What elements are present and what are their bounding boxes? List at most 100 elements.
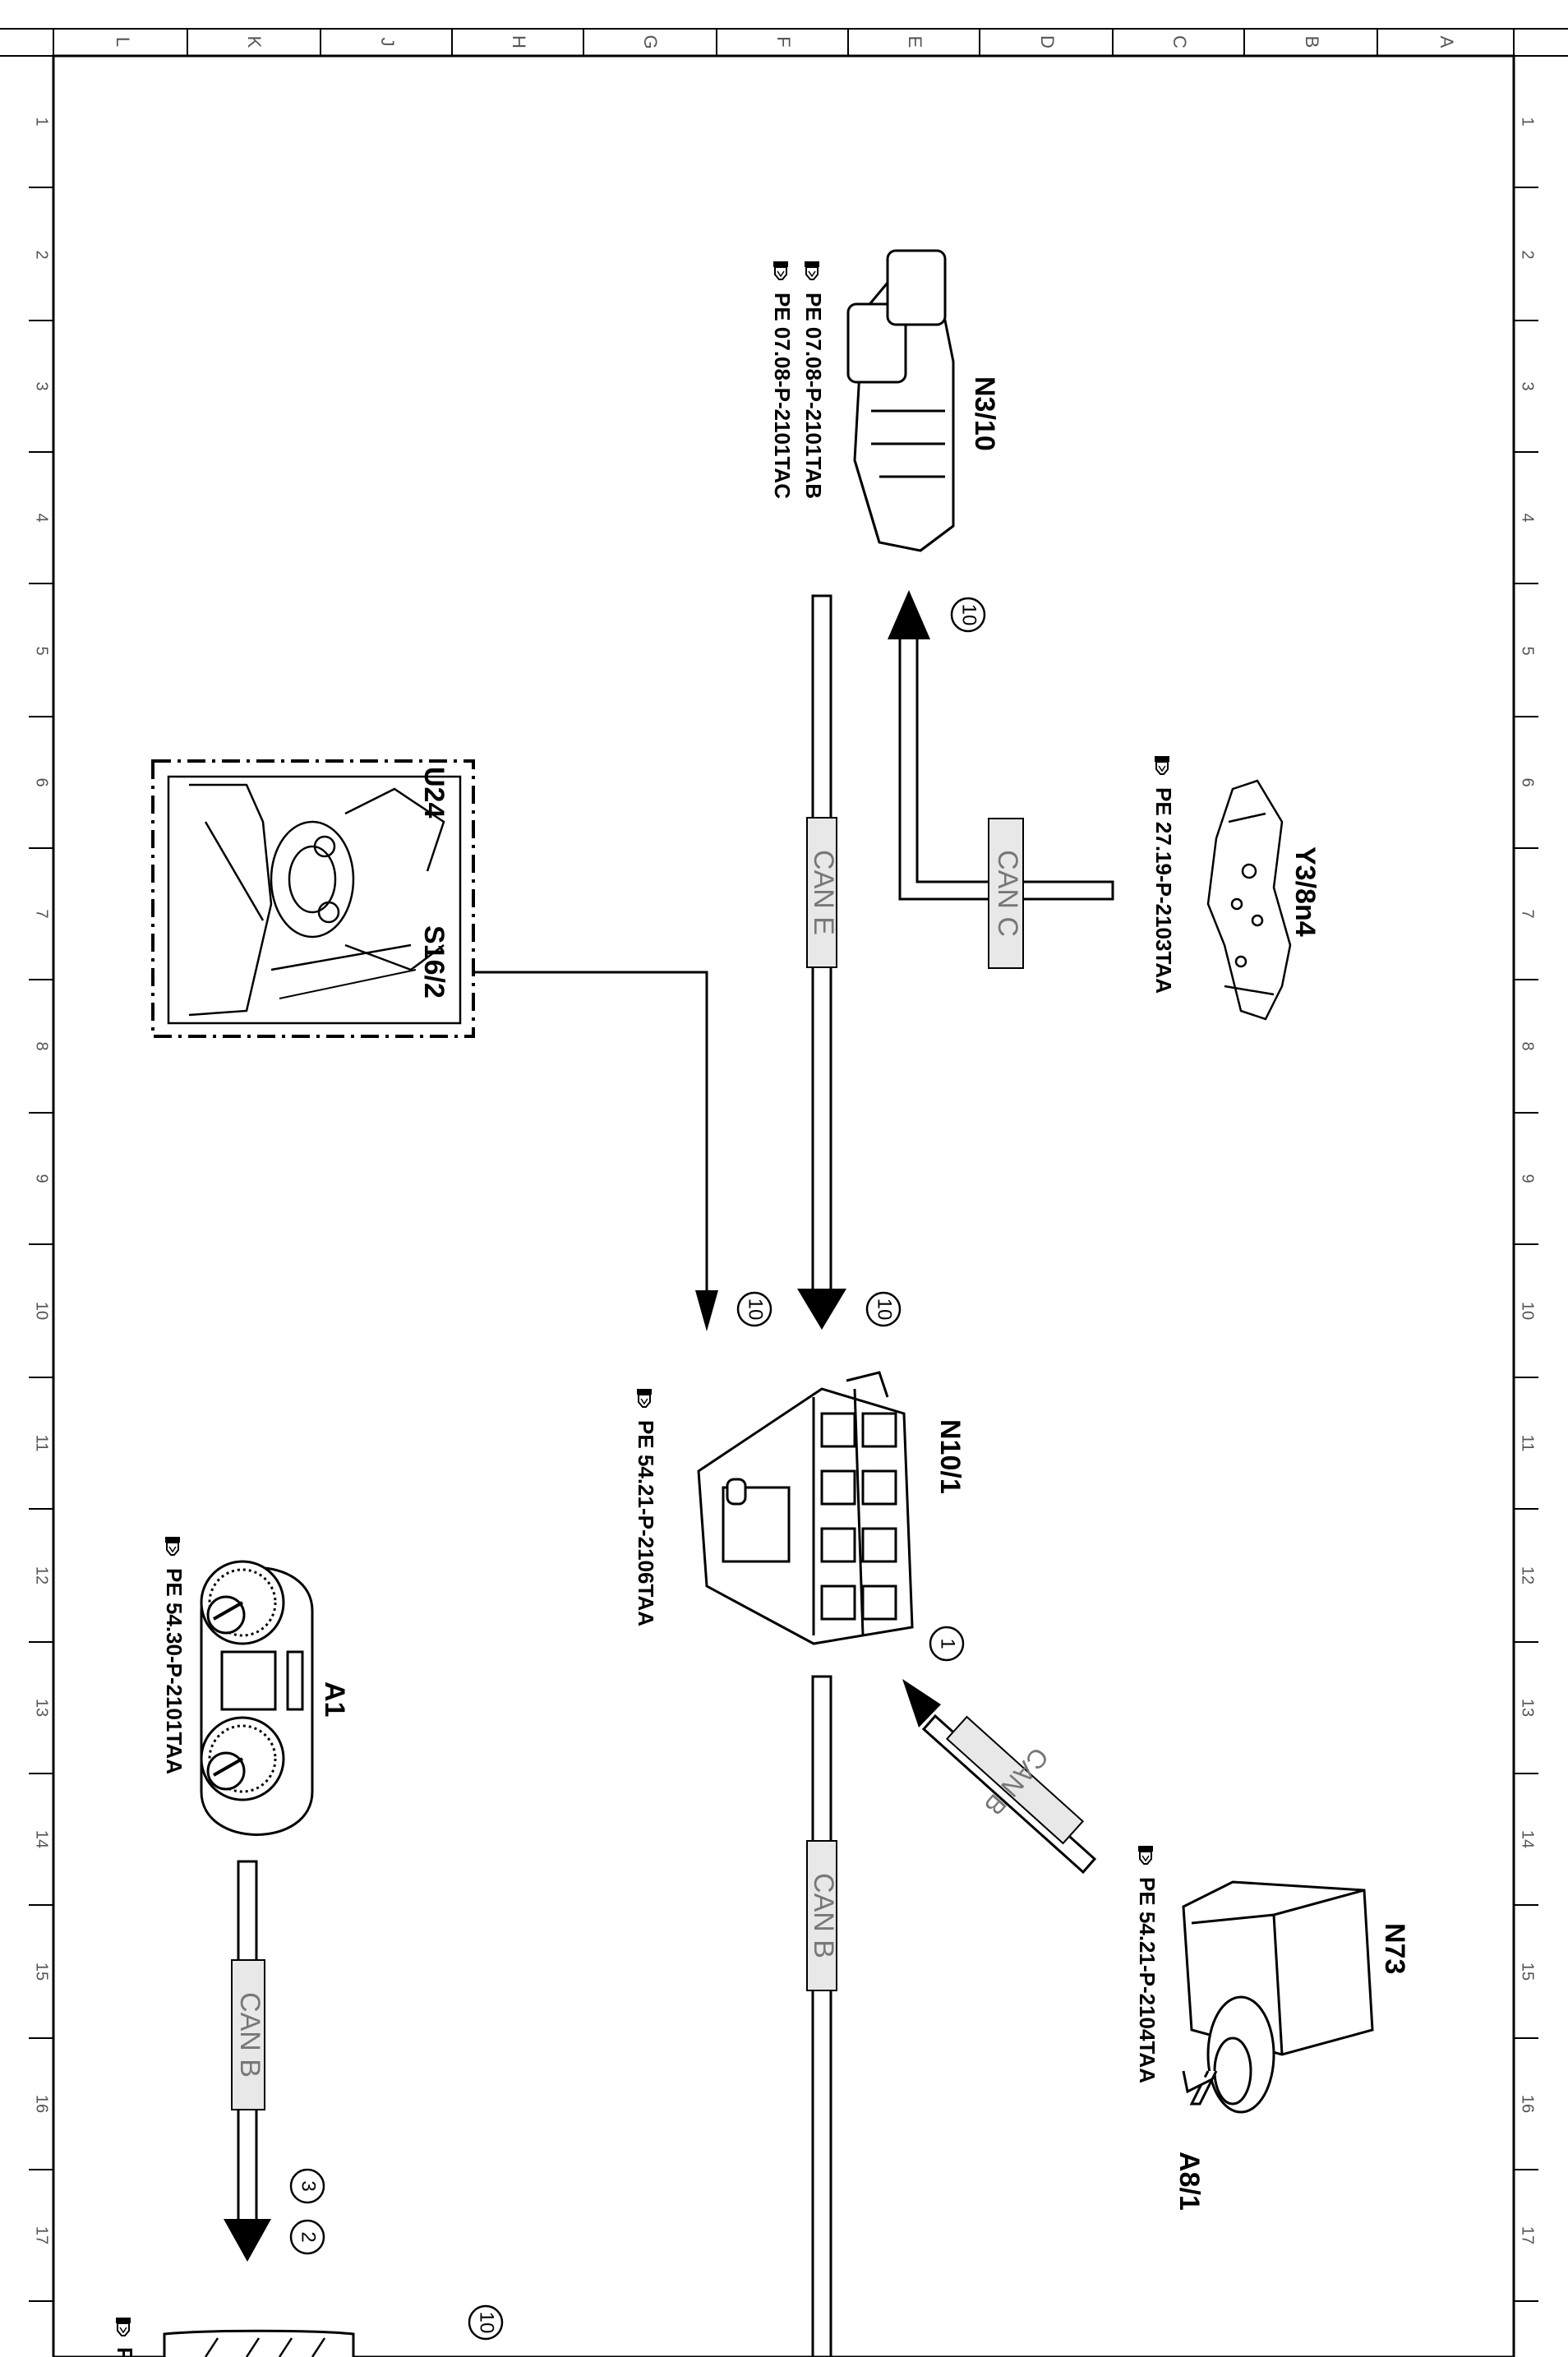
row-label-left-10: 10 — [33, 1302, 51, 1320]
can-b-a1-bus[interactable]: CAN B — [224, 1860, 271, 2262]
row-label-right-15: 15 — [1519, 1963, 1537, 1981]
row-label-left-7: 7 — [33, 909, 51, 918]
n3-10-ecu[interactable]: N3/10 PE 07.08-P-2101TAB PE 07.08-P-2101… — [770, 249, 1000, 552]
row-label-right-12: 12 — [1519, 1566, 1537, 1584]
can-c-label: CAN C — [992, 850, 1023, 937]
row-label-left-2: 2 — [33, 250, 51, 259]
row-label-left-5: 5 — [33, 646, 51, 655]
marker-1: 1 — [929, 1626, 965, 1662]
row-label-right-17: 17 — [1519, 2226, 1537, 2244]
can-e-bus[interactable]: CAN E — [797, 594, 846, 1330]
column-ruler — [187, 29, 1378, 56]
n73-label: N73 — [1379, 1923, 1410, 1974]
marker-3-text: 3 — [297, 2180, 320, 2191]
row-label-right-10: 10 — [1519, 1302, 1537, 1320]
marker-2-text: 2 — [297, 2231, 320, 2242]
can-b-n73-bus[interactable]: CAN B — [902, 1679, 1100, 1875]
s16-2-signal-line — [473, 971, 718, 1331]
row-label-right-16: 16 — [1519, 2095, 1537, 2113]
col-label-j: J — [377, 38, 398, 47]
row-label-right-9: 9 — [1519, 1174, 1537, 1183]
row-label-right-11: 11 — [1519, 1435, 1537, 1452]
s16-2-label: S16/2 — [418, 925, 450, 999]
n3-10-label: N3/10 — [969, 376, 1000, 451]
row-label-left-12: 12 — [33, 1566, 51, 1584]
can-b-main-label-box — [806, 1840, 837, 1991]
can-b-main-bus[interactable]: CAN B — [806, 1675, 839, 2357]
can-b-a1-label: CAN B — [234, 1992, 265, 2078]
col-label-e: E — [905, 36, 925, 48]
col-label-c: C — [1169, 35, 1190, 48]
partial-ref-text: P — [113, 2347, 137, 2357]
can-c-label-box — [988, 818, 1024, 969]
u24-component[interactable]: U24 S16/2 — [151, 759, 475, 1038]
marker-10-n10-right: 10 — [865, 1291, 902, 1327]
row-label-left-4: 4 — [33, 513, 51, 522]
a1-instrument-cluster[interactable]: A1 PE 54.30-P-2101TAA — [162, 1536, 350, 1836]
s16-2-leader-line — [279, 969, 417, 999]
a1-label: A1 — [319, 1681, 350, 1717]
a8-1-label: A8/1 — [1174, 2152, 1205, 2211]
y3-8n4-illustration — [1206, 779, 1292, 1021]
marker-10-n3-text: 10 — [958, 604, 980, 626]
marker-2: 2 — [289, 2219, 325, 2255]
ecu-illustration — [846, 249, 955, 552]
y3-8n4-component[interactable]: Y3/8n4 PE 27.19-P-2103TAA — [1151, 755, 1321, 1021]
y3-8n4-ref[interactable]: PE 27.19-P-2103TAA — [1151, 787, 1176, 994]
col-label-h: H — [509, 35, 529, 48]
col-label-a: A — [1437, 36, 1457, 48]
marker-10-n10-right-text: 10 — [874, 1298, 896, 1321]
row-label-left-13: 13 — [33, 1699, 51, 1717]
u24-label: U24 — [418, 767, 450, 818]
n10-1-illustration — [697, 1371, 914, 1645]
row-label-right-4: 4 — [1519, 513, 1537, 522]
row-label-right-7: 7 — [1519, 909, 1537, 918]
n73-illustration — [1182, 1880, 1374, 2114]
u24-dashed-frame — [151, 759, 475, 1038]
marker-3: 3 — [289, 2168, 325, 2204]
a1-illustration — [200, 1560, 314, 1836]
u24-illustration — [167, 775, 462, 1025]
col-label-b: B — [1302, 36, 1322, 48]
row-label-left-16: 16 — [33, 2095, 51, 2113]
n10-1-ref[interactable]: PE 54.21-P-2106TAA — [634, 1420, 658, 1626]
marker-1-text: 1 — [937, 1638, 959, 1649]
column-ruler-labels: L K J H G F E D C B A — [113, 35, 1457, 48]
row-label-left-9: 9 — [33, 1174, 51, 1183]
col-label-l: L — [113, 37, 133, 47]
marker-10-n10-left-text: 10 — [745, 1298, 767, 1321]
marker-10-bottom-text: 10 — [476, 2312, 498, 2334]
n73-ignition-switch[interactable]: N73 A8/1 PE 54.21-P-2104TAA — [1135, 1845, 1410, 2211]
row-ruler-labels: 1 2 3 4 5 6 7 8 9 10 11 12 13 14 15 16 1… — [33, 117, 1537, 2244]
can-b-a1-label-box — [231, 1959, 265, 2110]
row-label-right-1: 1 — [1519, 117, 1537, 126]
row-label-right-3: 3 — [1519, 381, 1537, 390]
col-label-f: F — [773, 36, 794, 47]
row-label-left-6: 6 — [33, 777, 51, 786]
a1-ref[interactable]: PE 54.30-P-2101TAA — [162, 1568, 187, 1774]
n10-1-control-unit[interactable]: N10/1 PE 54.21-P-2106TAA — [634, 1371, 966, 1645]
n10-1-label: N10/1 — [934, 1419, 966, 1494]
n3-10-ref-2[interactable]: PE 07.08-P-2101TAC — [770, 293, 795, 499]
row-label-right-2: 2 — [1519, 250, 1537, 259]
y3-8n4-label: Y3/8n4 — [1289, 846, 1321, 937]
row-label-right-14: 14 — [1519, 1830, 1537, 1848]
row-label-right-6: 6 — [1519, 777, 1537, 786]
can-b-main-label: CAN B — [808, 1873, 839, 1958]
row-label-left-1: 1 — [33, 117, 51, 126]
can-c-bus[interactable]: CAN C — [888, 590, 1114, 969]
col-label-g: G — [640, 35, 661, 48]
n3-10-ref-1[interactable]: PE 07.08-P-2101TAB — [801, 293, 826, 499]
row-label-left-14: 14 — [33, 1830, 51, 1848]
col-label-d: D — [1037, 35, 1058, 48]
row-label-left-3: 3 — [33, 381, 51, 390]
row-label-right-5: 5 — [1519, 646, 1537, 655]
row-ruler — [29, 187, 1538, 2302]
n73-ref[interactable]: PE 54.21-P-2104TAA — [1135, 1877, 1160, 2083]
row-label-right-13: 13 — [1519, 1699, 1537, 1717]
col-label-k: K — [244, 36, 265, 48]
partial-bottom-component: P — [113, 2317, 355, 2357]
row-label-right-8: 8 — [1519, 1041, 1537, 1050]
row-label-left-11: 11 — [33, 1435, 51, 1452]
row-label-left-8: 8 — [33, 1041, 51, 1050]
